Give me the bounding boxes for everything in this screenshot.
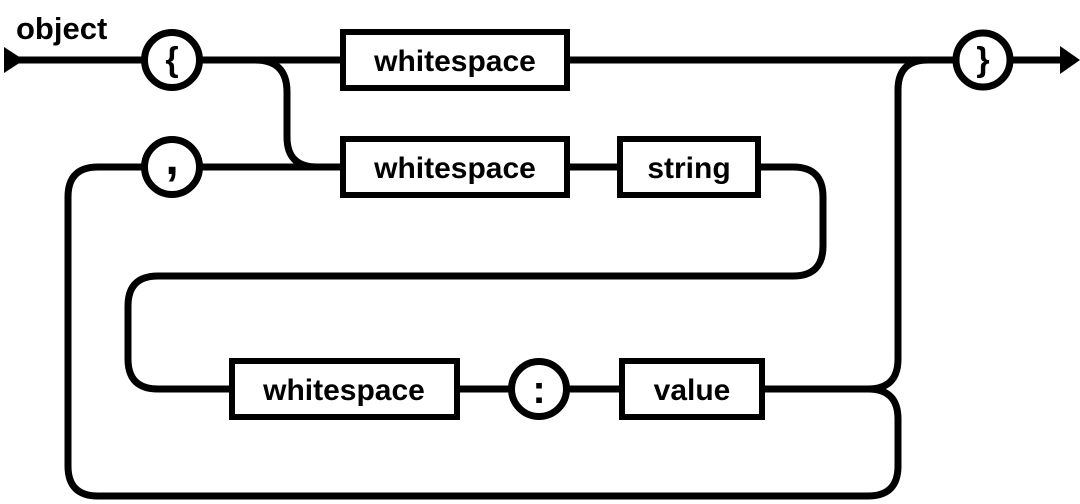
- colon-terminal: [508, 358, 570, 420]
- string-label: string: [647, 152, 730, 185]
- pair-sequence-line: [98, 163, 868, 393]
- value-box: [619, 358, 765, 420]
- comma-label: ,: [165, 132, 178, 185]
- value-exit-line: [867, 56, 929, 393]
- whitespace-top-box: [340, 29, 570, 91]
- comma-loop-line: [64, 163, 902, 500]
- start-arrow-icon: [4, 47, 24, 73]
- whitespace-value-box: [229, 358, 460, 420]
- value-label: value: [654, 374, 731, 407]
- string-box: [617, 136, 761, 198]
- whitespace-top-label: whitespace: [373, 45, 536, 78]
- pair-branch-line: [254, 56, 318, 171]
- whitespace-pair-label: whitespace: [373, 152, 536, 185]
- whitespace-pair-box: [340, 136, 570, 198]
- comma-terminal: [141, 136, 203, 198]
- close-brace-label: }: [976, 41, 989, 79]
- open-brace-label: {: [165, 41, 178, 79]
- colon-label: :: [532, 368, 545, 412]
- close-brace-terminal: [952, 29, 1014, 91]
- end-arrow-icon: [1060, 46, 1080, 74]
- open-brace-terminal: [141, 29, 203, 91]
- diagram-title: object: [16, 11, 107, 46]
- whitespace-value-label: whitespace: [262, 374, 425, 407]
